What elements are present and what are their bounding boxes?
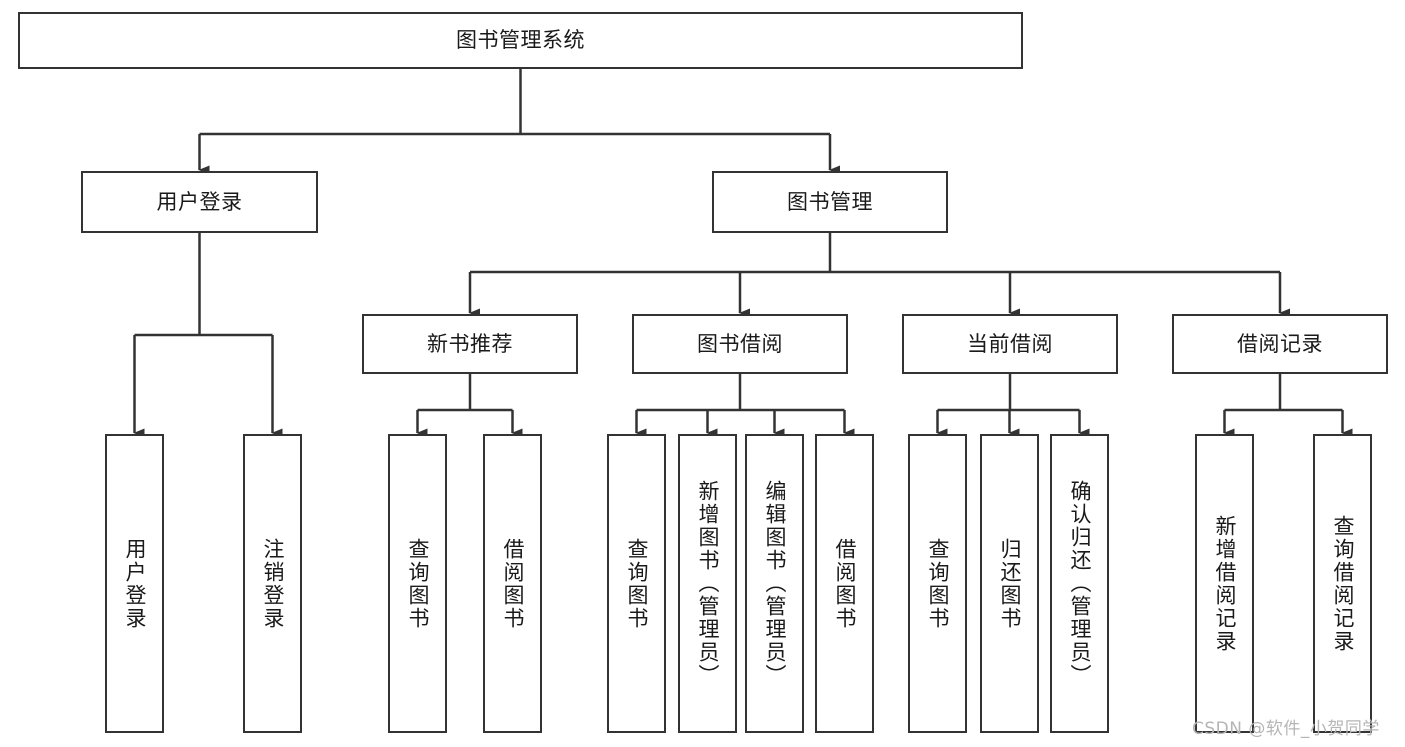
level2-node-label-0: 用户登录 bbox=[156, 189, 243, 214]
leaf-node-box-9[interactable]: 归还图书 bbox=[980, 434, 1039, 733]
leaf-node-box-7[interactable]: 借阅图书 bbox=[815, 434, 874, 733]
leaf-node-box-3[interactable]: 借阅图书 bbox=[483, 434, 542, 733]
leaf-node-label-4: 查询图书 bbox=[624, 537, 649, 630]
leaf-node-label-12: 查询借阅记录 bbox=[1330, 514, 1355, 653]
leaf-node-box-8[interactable]: 查询图书 bbox=[908, 434, 967, 733]
leaf-node-box-2[interactable]: 查询图书 bbox=[388, 434, 447, 733]
level3-node-box-1[interactable]: 图书借阅 bbox=[632, 314, 848, 374]
level3-node-label-2: 当前借阅 bbox=[967, 331, 1053, 356]
connector-layer bbox=[133, 69, 1353, 438]
leaf-node-label-11: 新增借阅记录 bbox=[1212, 514, 1237, 653]
leaf-node-label-10: 确认归还（管理员） bbox=[1067, 480, 1092, 687]
leaf-node-label-2: 查询图书 bbox=[405, 537, 430, 630]
root-node-label-0: 图书管理系统 bbox=[456, 28, 585, 53]
leaf-node-box-10[interactable]: 确认归还（管理员） bbox=[1050, 434, 1109, 733]
level3-node-label-1: 图书借阅 bbox=[697, 331, 783, 356]
leaf-node-label-5: 新增图书（管理员） bbox=[695, 480, 720, 687]
root-node-box-0[interactable]: 图书管理系统 bbox=[18, 12, 1023, 69]
leaf-node-label-8: 查询图书 bbox=[925, 537, 950, 630]
leaf-node-box-1[interactable]: 注销登录 bbox=[243, 434, 302, 733]
leaf-node-label-9: 归还图书 bbox=[997, 537, 1022, 630]
leaf-node-box-4[interactable]: 查询图书 bbox=[607, 434, 666, 733]
leaf-node-box-5[interactable]: 新增图书（管理员） bbox=[678, 434, 737, 733]
leaf-node-box-6[interactable]: 编辑图书（管理员） bbox=[745, 434, 804, 733]
level3-node-label-3: 借阅记录 bbox=[1237, 331, 1323, 356]
leaf-node-label-3: 借阅图书 bbox=[500, 537, 525, 630]
level2-node-label-1: 图书管理 bbox=[787, 189, 873, 214]
leaf-node-label-7: 借阅图书 bbox=[832, 537, 857, 630]
level3-node-box-0[interactable]: 新书推荐 bbox=[362, 314, 578, 374]
leaf-node-label-6: 编辑图书（管理员） bbox=[762, 480, 787, 687]
leaf-node-box-11[interactable]: 新增借阅记录 bbox=[1195, 434, 1254, 733]
leaf-node-label-0: 用户登录 bbox=[122, 537, 147, 630]
level2-node-box-0[interactable]: 用户登录 bbox=[81, 171, 318, 233]
watermark-text: CSDN @软件_小贺同学 bbox=[1192, 719, 1380, 739]
level2-node-box-1[interactable]: 图书管理 bbox=[712, 171, 948, 233]
leaf-node-box-12[interactable]: 查询借阅记录 bbox=[1313, 434, 1372, 733]
level3-node-label-0: 新书推荐 bbox=[427, 331, 513, 356]
level3-node-box-2[interactable]: 当前借阅 bbox=[902, 314, 1118, 374]
level3-node-box-3[interactable]: 借阅记录 bbox=[1172, 314, 1388, 374]
leaf-node-box-0[interactable]: 用户登录 bbox=[105, 434, 164, 733]
leaf-node-label-1: 注销登录 bbox=[260, 537, 285, 630]
